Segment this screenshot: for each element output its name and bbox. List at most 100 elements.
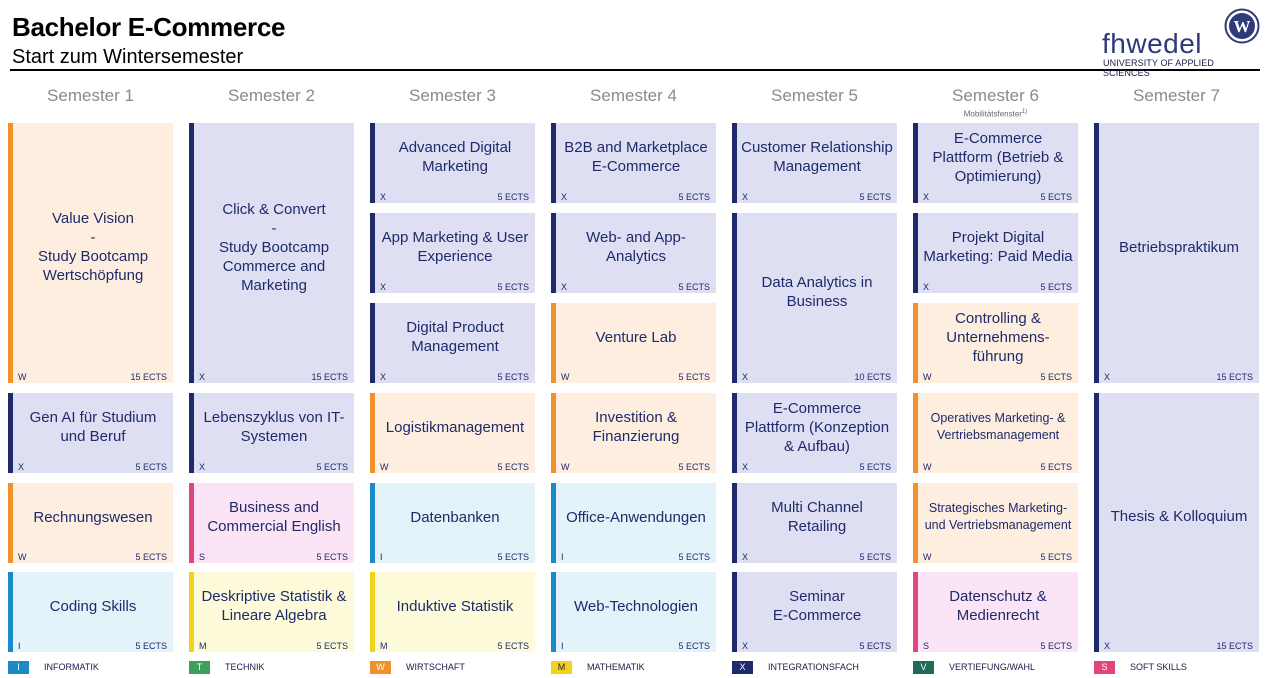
- module-category: W: [18, 372, 27, 382]
- page-title: Bachelor E-Commerce: [12, 12, 286, 42]
- legend-label: WIRTSCHAFT: [406, 662, 465, 672]
- module-category: W: [561, 372, 570, 382]
- module-name: Click & Convert - Study Bootcamp Commerc…: [218, 200, 330, 294]
- module-category: I: [380, 552, 383, 562]
- module-card[interactable]: E-Commerce Plattform (Betrieb & Optimier…: [913, 123, 1078, 203]
- module-name: Gen AI für Studium und Beruf: [29, 409, 157, 445]
- legend-swatch: M: [551, 661, 572, 674]
- module-ects: 5 ECTS: [497, 372, 529, 382]
- module-ects: 5 ECTS: [1040, 372, 1072, 382]
- module-category: W: [380, 462, 389, 472]
- module-name: Digital Product Management: [406, 319, 504, 355]
- legend-swatch: I: [8, 661, 29, 674]
- legend-label: TECHNIK: [225, 662, 265, 672]
- legend-label: VERTIEFUNG/WAHL: [949, 662, 1036, 672]
- module-category: W: [923, 372, 932, 382]
- module-ects: 5 ECTS: [678, 372, 710, 382]
- legend-swatch: W: [370, 661, 391, 674]
- module-category: I: [18, 641, 21, 651]
- module-name: Rechnungswesen: [33, 508, 153, 526]
- module-category: X: [380, 192, 387, 202]
- module-ects: 5 ECTS: [1040, 192, 1072, 202]
- module-name: Office-Anwendungen: [566, 508, 706, 526]
- module-ects: 5 ECTS: [316, 641, 348, 651]
- module-ects: 5 ECTS: [497, 641, 529, 651]
- module-card[interactable]: Value Vision - Study Bootcamp Wertschöpf…: [8, 123, 173, 383]
- module-category: W: [561, 462, 570, 472]
- module-card[interactable]: E-Commerce Plattform (Konzeption & Aufba…: [732, 393, 897, 473]
- module-ects: 5 ECTS: [1040, 552, 1072, 562]
- logo-tagline: UNIVERSITY OF APPLIED SCIENCES: [1103, 58, 1214, 78]
- module-category: X: [742, 462, 749, 472]
- module-card[interactable]: Strategisches Marketing- und Vertriebsma…: [913, 483, 1078, 563]
- module-category: X: [380, 282, 387, 292]
- fh-wedel-logo: fhwedel UNIVERSITY OF APPLIED SCIENCES W: [1102, 8, 1262, 78]
- module-name: Multi Channel Retailing: [771, 499, 863, 535]
- module-name: Datenschutz & Medienrecht: [949, 588, 1047, 624]
- module-category: X: [561, 282, 568, 292]
- semester-header-4: Semester 4: [590, 86, 677, 105]
- module-category: X: [742, 192, 749, 202]
- module-card[interactable]: Click & Convert - Study Bootcamp Commerc…: [189, 123, 354, 383]
- module-ects: 5 ECTS: [135, 462, 167, 472]
- module-category: W: [923, 552, 932, 562]
- semester-header-7: Semester 7: [1133, 86, 1220, 105]
- module-name: App Marketing & User Experience: [381, 229, 529, 265]
- semester-header-6: Semester 6: [952, 86, 1039, 105]
- module-category: X: [923, 192, 930, 202]
- semester-note-text: Mobilitätsfenster: [963, 109, 1022, 119]
- title-divider: [10, 69, 1260, 71]
- semester-note-footnote: 1): [1021, 109, 1028, 115]
- module-name: Customer Relationship Management: [741, 139, 893, 175]
- module-card[interactable]: Operatives Marketing- & Vertriebsmanagem…: [913, 393, 1078, 473]
- module-ects: 15 ECTS: [311, 372, 348, 382]
- legend-swatch: T: [189, 661, 210, 674]
- legend-label: INTEGRATIONSFACH: [768, 662, 859, 672]
- module-name: Induktive Statistik: [396, 597, 514, 615]
- module-category: S: [199, 552, 206, 562]
- module-category: X: [199, 372, 206, 382]
- legend-swatch: S: [1094, 661, 1115, 674]
- module-name: Web- and App-Analytics: [586, 229, 686, 265]
- module-name: Operatives Marketing- & Vertriebsmanagem…: [930, 411, 1066, 442]
- module-name: Betriebspraktikum: [1118, 238, 1240, 256]
- module-name: Controlling & Unternehmens-führung: [946, 309, 1050, 365]
- legend-label: MATHEMATIK: [587, 662, 645, 672]
- legend-label: INFORMATIK: [44, 662, 99, 672]
- module-name: B2B and Marketplace E-Commerce: [564, 139, 708, 175]
- module-ects: 5 ECTS: [135, 641, 167, 651]
- module-name: Projekt Digital Marketing: Paid Media: [923, 229, 1073, 265]
- module-ects: 5 ECTS: [497, 462, 529, 472]
- module-category: X: [18, 462, 25, 472]
- legend-swatch: X: [732, 661, 753, 674]
- legend-swatch: V: [913, 661, 934, 674]
- module-ects: 5 ECTS: [135, 552, 167, 562]
